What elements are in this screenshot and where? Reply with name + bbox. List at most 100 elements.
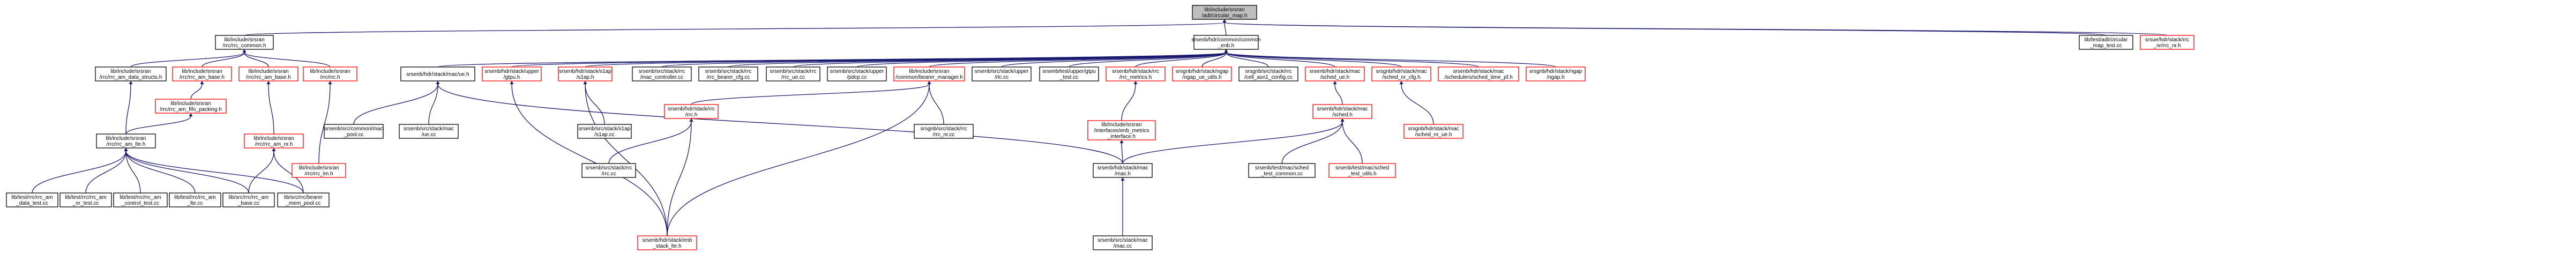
graph-node-mac-h[interactable]: srsenb/hdr/stack/mac/mac.h — [1093, 163, 1153, 178]
node-box — [59, 192, 112, 207]
graph-node-s1ap-cc[interactable]: srsenb/src/stack/s1ap/s1ap.cc — [577, 124, 632, 139]
graph-node-t-am-nr[interactable]: lib/test/rrc/rrc_am_nr_test.cc — [59, 192, 112, 207]
node-label-line: /rrc/rrc_am_data_structs.h — [100, 75, 162, 80]
graph-node-sched-nr-rb[interactable]: srsue/hdr/stack/rrc_nr/rrc_nr.h — [2140, 35, 2194, 50]
graph-node-rrc-lm[interactable]: lib/include/srsran/rrc/rrc_lm.h — [292, 163, 346, 178]
graph-node-rrc-bearer-cfg[interactable]: srsenb/src/stack/rrc/rrc_bearer_cfg.cc — [698, 66, 758, 81]
node-label-line: /rrc/rrc_am_lte.h — [107, 142, 146, 147]
node-label-line: srsenb/hdr/stack/mac — [1309, 69, 1360, 75]
graph-node-bearer-mgr[interactable]: lib/include/srsran/common/bearer_manager… — [893, 66, 965, 81]
dependency-edge — [667, 84, 930, 236]
graph-node-pdcp-cc[interactable]: srsenb/src/stack/upper/pdcp.cc — [827, 66, 887, 81]
graph-node-rrc-cc[interactable]: srsenb/src/stack/rrc/rrc.cc — [581, 163, 636, 178]
graph-node-upper-rlc[interactable]: srsenb/src/stack/upper/rlc.cc — [972, 66, 1032, 81]
dependency-edge — [1226, 52, 1556, 68]
graph-node-ue-cc[interactable]: srsenb/src/stack/mac/ue.cc — [399, 124, 459, 139]
edge-arrowhead — [927, 81, 931, 84]
node-label-line: lib/include/srsran — [310, 69, 350, 75]
graph-node-enb-metrics[interactable]: lib/include/srsran/interfaces/enb_metric… — [1087, 120, 1156, 140]
graph-node-root[interactable]: lib/include/srsran/adt/circular_map.h — [1192, 5, 1257, 20]
node-label-line: srsgnb/src/stack/rrc — [1245, 69, 1292, 75]
node-label-line: srsgnb/hdr/stack/mac — [1376, 69, 1427, 75]
graph-node-common[interactable]: srsenb/hdr/common/common_enb.h — [1191, 35, 1261, 50]
dependency-edge — [1224, 22, 2168, 36]
node-label-line: _control_test.cc — [121, 200, 159, 206]
node-label-line: lib/test/rrc/rrc_am — [174, 195, 215, 200]
graph-node-t-rrc-am-base[interactable]: lib/src/rrc/rrc_am_base.cc — [222, 192, 275, 207]
graph-node-ngap-h[interactable]: srsgnb/hdr/stack/ngap/ngap.h — [1526, 66, 1586, 81]
graph-node-s1ap[interactable]: srsenb/hdr/stack/s1ap/s1ap.h — [558, 66, 613, 81]
edge-arrowhead — [328, 81, 332, 84]
edge-arrowhead — [1222, 19, 1227, 23]
graph-node-ngap-ue-utils[interactable]: srsgnb/hdr/stack/ngap/ngap_ue_utils.h — [1172, 66, 1232, 81]
graph-node-circmap-test[interactable]: lib/test/adt/circular_map_test.cc — [2079, 35, 2133, 50]
graph-node-sched-nr-cfg[interactable]: srsgnb/hdr/stack/mac/sched_nr_cfg.h — [1371, 66, 1431, 81]
graph-node-rrc-common[interactable]: lib/include/srsran/rrc/rrc_common.h — [215, 35, 274, 50]
node-label-line: /ngap_ue_utils.h — [1182, 75, 1221, 80]
graph-node-mac-pool[interactable]: srsenb/src/common/mac_pool.cc — [324, 124, 384, 139]
dependency-edge — [608, 121, 692, 164]
graph-node-rrc-nr-cc[interactable]: srsgnb/src/stack/rrc/rrc_nr.cc — [914, 124, 974, 139]
graph-node-sched-ue[interactable]: srsenb/hdr/stack/mac/sched_ue.h — [1305, 66, 1365, 81]
node-label-line: /rrc.h — [685, 112, 698, 118]
dependency-edge — [1226, 52, 1335, 68]
graph-node-t-bearer[interactable]: lib/src/rrc/bearer_mem_pool.cc — [277, 192, 330, 207]
graph-node-rrc-h2[interactable]: srsenb/hdr/stack/rrc/rrc.h — [664, 104, 719, 119]
dependency-edge — [585, 84, 668, 236]
node-box — [698, 66, 758, 81]
graph-node-sched-h[interactable]: srsenb/hdr/stack/mac/sched.h — [1312, 104, 1372, 119]
graph-node-mac-ue[interactable]: srsenb/hdr/stack/mac/ue.h — [400, 66, 475, 81]
node-box — [238, 66, 298, 81]
node-label-line: srsgnb/hdr/stack/ngap — [1176, 69, 1229, 75]
node-box — [400, 66, 475, 81]
node-box — [95, 66, 167, 81]
graph-node-rrc-am-lte[interactable]: lib/include/srsran/rrc/rrc_am_lte.h — [96, 133, 156, 148]
graph-node-mac-cc[interactable]: srsenb/src/stack/mac/mac.cc — [1093, 235, 1153, 250]
node-label-line: /rlc.cc — [995, 75, 1009, 80]
node-label-line: /rrc/rrc_am_fifo_packing.h — [160, 107, 222, 113]
graph-node-t-am-ctrl[interactable]: lib/test/rrc/rrc_am_control_test.cc — [113, 192, 168, 207]
graph-node-rrc-metrics[interactable]: srsenb/hdr/stack/rrc/rrc_metrics.h — [1106, 66, 1166, 81]
node-label-line: /common/bearer_manager.h — [895, 75, 963, 80]
node-box — [1328, 163, 1396, 178]
node-label-line: srsenb/hdr/stack/enb — [643, 237, 692, 243]
node-label-line: lib/include/srsran — [248, 69, 288, 75]
dependency-edge — [1121, 84, 1136, 121]
dependency-edge — [273, 151, 304, 194]
graph-node-upper-gtpu[interactable]: srsenb/hdr/stack/upper/gtpu.h — [482, 66, 542, 81]
graph-node-sched-test-utils[interactable]: srsenb/test/mac/sched_test_utils.h — [1328, 163, 1396, 178]
dependency-edge — [691, 84, 930, 105]
dependency-edge — [437, 84, 1123, 164]
graph-node-enb-stack[interactable]: srsenb/hdr/stack/enb_stack_lte.h — [637, 235, 697, 250]
node-box — [1172, 66, 1232, 81]
graph-node-rrc-paging[interactable]: srsgnb/src/stack/rrc/cell_asn1_config.cc — [1238, 66, 1298, 81]
edge-arrowhead — [189, 113, 193, 116]
graph-node-sched-nr-ue[interactable]: srsgnb/hdr/stack/mac/sched_nr_ue.h — [1403, 124, 1464, 139]
graph-node-rrc-am-data-structs[interactable]: lib/include/srsran/rrc/rrc_am_data_struc… — [95, 66, 167, 81]
node-label-line: /rrc.cc — [601, 171, 616, 177]
node-box — [303, 66, 357, 81]
graph-node-rrc-am-base[interactable]: lib/include/srsran/rrc/rrc_am_base.h — [172, 66, 232, 81]
graph-node-rrc-ue-cc[interactable]: srsenb/src/stack/rrc/rrc_ue.cc — [766, 66, 820, 81]
graph-node-t-am-lte[interactable]: lib/test/rrc/rrc_am_lte.cc — [169, 192, 221, 207]
graph-node-rrc-h[interactable]: lib/include/srsran/rrc/rrc.h — [303, 66, 357, 81]
node-label-line: _data_test.cc — [16, 200, 48, 206]
node-box — [1039, 66, 1099, 81]
graph-node-am-fifo[interactable]: lib/include/srsran/rrc/rrc_am_fifo_packi… — [155, 99, 227, 114]
graph-node-test-gtpu[interactable]: srsenb/test/upper/gtpu_test.cc — [1039, 66, 1099, 81]
edge-arrowhead — [124, 148, 128, 151]
graph-node-rrc-am-base2[interactable]: lib/include/srsran/rrc/rrc_am_base.h — [238, 66, 298, 81]
graph-node-rrc-am-nr[interactable]: lib/include/srsran/rrc/rrc_am_nr.h — [244, 133, 304, 148]
graph-node-sched-time[interactable]: srsenb/hdr/stack/mac/schedulers/sched_ti… — [1438, 66, 1519, 81]
graph-node-sched-test-common[interactable]: srsenb/test/mac/sched_test_common.cc — [1248, 163, 1316, 178]
node-label-line: lib/include/srsran — [110, 69, 151, 75]
dependency-edge — [1001, 52, 1227, 68]
dependency-edge — [1226, 52, 1479, 68]
node-box — [244, 133, 304, 148]
node-label-line: lib/src/rrc/rrc_am — [229, 195, 268, 200]
node-label-line: /adt/circular_map.h — [1201, 13, 1247, 19]
node-label-line: srsue/hdr/stack/rrc — [2145, 37, 2189, 43]
edge-arrowhead — [583, 81, 587, 84]
graph-node-mac-ctrl[interactable]: srsenb/src/stack/rrc/mac_controller.cc — [632, 66, 692, 81]
graph-node-t-am-data[interactable]: lib/test/rrc/rrc_am_data_test.cc — [6, 192, 58, 207]
